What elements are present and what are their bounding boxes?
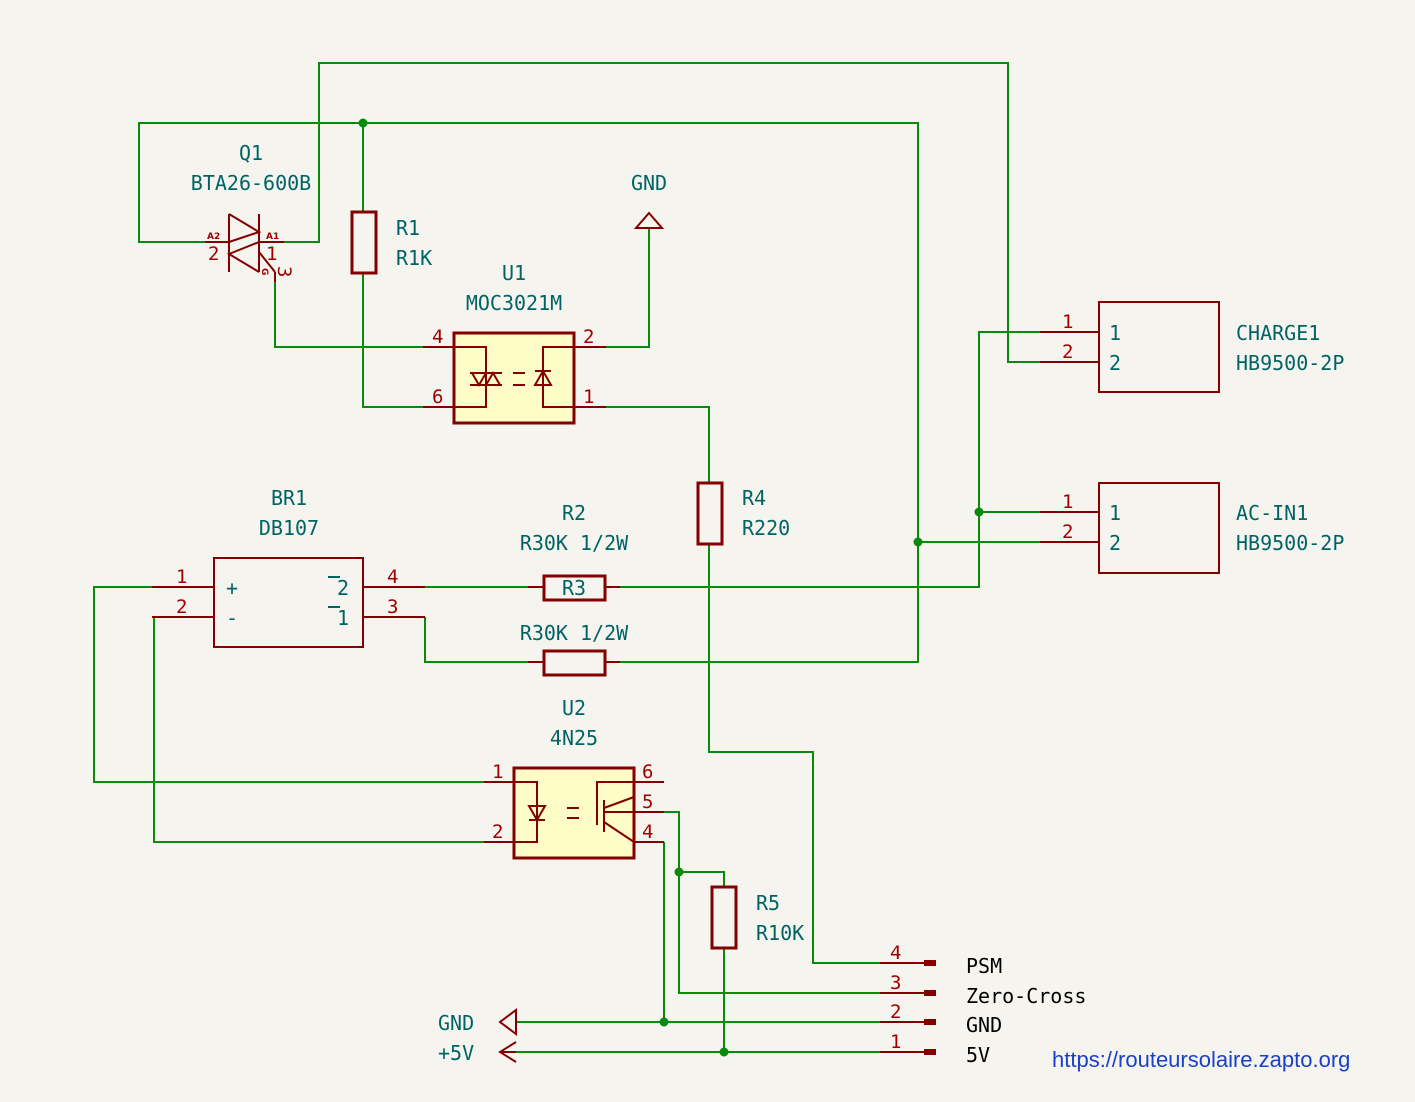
u2-pin4: 4: [642, 821, 653, 843]
optotriac-u1: U1 MOC3021M 4 6 2 1: [423, 261, 606, 425]
q1-ref: Q1: [239, 141, 263, 165]
u1-value: MOC3021M: [466, 291, 562, 315]
acin1-pin1: 1: [1062, 491, 1073, 513]
acin1-inner1: 1: [1109, 501, 1121, 525]
resistor-r1: R1 R1K: [350, 210, 432, 275]
conn-label-gnd: GND: [966, 1013, 1002, 1037]
u1-pin6: 6: [432, 386, 443, 408]
u1-pin4: 4: [432, 326, 443, 348]
r4-ref: R4: [742, 486, 766, 510]
acin1-inner2: 2: [1109, 531, 1121, 555]
source-url: https://routeursolaire.zapto.org: [1052, 1047, 1350, 1072]
br1-ac1: 1: [337, 606, 349, 630]
gnd-top-label: GND: [631, 171, 667, 195]
r2-ref: R2: [562, 501, 586, 525]
conn-label-psm: PSM: [966, 954, 1002, 978]
acin1-pin2: 2: [1062, 521, 1073, 543]
q1-pin-g: 3: [273, 266, 295, 277]
u2-ref: U2: [562, 696, 586, 720]
u2-pin1: 1: [492, 761, 503, 783]
br1-ref: BR1: [271, 486, 307, 510]
bridge-br1: BR1 DB107 1 2 4 3 + - 2 1: [152, 486, 425, 648]
charge1-ref: CHARGE1: [1236, 321, 1320, 345]
power-symbols: GND +5V: [438, 1008, 517, 1065]
resistor-r4: R4 R220: [696, 481, 790, 546]
u2-pin2: 2: [492, 821, 503, 843]
q1-pin-a1: 1: [266, 243, 277, 265]
connector-acin1: 1 2 1 2 AC-IN1 HB9500-2P: [1040, 482, 1344, 574]
gnd-power-label: GND: [438, 1011, 474, 1035]
u2-pin5: 5: [642, 791, 653, 813]
acin1-value: HB9500-2P: [1236, 531, 1344, 555]
q1-pin-a2: 2: [208, 243, 219, 265]
r2-value: R30K 1/2W: [520, 531, 629, 555]
charge1-inner2: 2: [1109, 351, 1121, 375]
conn-label-5v: 5V: [966, 1043, 990, 1067]
charge1-value: HB9500-2P: [1236, 351, 1344, 375]
conn-label-zero-cross: Zero-Cross: [966, 984, 1086, 1008]
connector-charge1: 1 2 1 2 CHARGE1 HB9500-2P: [1040, 301, 1344, 393]
u1-pin2: 2: [583, 326, 594, 348]
br1-pin1: 1: [176, 566, 187, 588]
r1-value: R1K: [396, 246, 432, 270]
output-connector: 4 3 2 1 PSM Zero-Cross GND 5V: [880, 942, 1086, 1067]
resistor-r2: R30K 1/2W: [520, 621, 629, 677]
conn-pin4: 4: [890, 942, 901, 964]
u2-pin6: 6: [642, 761, 653, 783]
gnd-symbol-top: GND: [631, 171, 667, 229]
vcc-power-label: +5V: [438, 1041, 474, 1065]
br1-ac2: 2: [337, 576, 349, 600]
charge1-inner1: 1: [1109, 321, 1121, 345]
r5-value: R10K: [756, 921, 804, 945]
q1-value: BTA26-600B: [191, 171, 311, 195]
q1-a2-label: A2: [207, 232, 220, 242]
u2-value: 4N25: [550, 726, 598, 750]
q1-a1-label: A1: [266, 232, 279, 242]
conn-pin2: 2: [890, 1001, 901, 1023]
r1-ref: R1: [396, 216, 420, 240]
br1-pin2: 2: [176, 596, 187, 618]
conn-pin1: 1: [890, 1031, 901, 1053]
optocoupler-u2: U2 4N25 1 2 6 5 4: [484, 696, 664, 860]
br1-pin3: 3: [387, 596, 398, 618]
wires: [93, 62, 1040, 1053]
r3-ref: R3: [562, 576, 586, 600]
br1-plus: +: [226, 576, 238, 600]
br1-minus: -: [226, 606, 238, 630]
charge1-pin2: 2: [1062, 341, 1073, 363]
u1-ref: U1: [502, 261, 526, 285]
br1-value: DB107: [259, 516, 319, 540]
junctions: [358, 118, 984, 1057]
r4-value: R220: [742, 516, 790, 540]
resistor-r3: R2 R30K 1/2W R3: [520, 501, 629, 602]
resistor-r5: R5 R10K: [710, 885, 804, 950]
q1-g-label: G: [259, 268, 269, 275]
r3-value: R30K 1/2W: [520, 621, 629, 645]
r5-ref: R5: [756, 891, 780, 915]
br1-pin4: 4: [387, 566, 398, 588]
triac-q1: Q1 BTA26-600B A2 A1 G 2 1 3: [191, 141, 311, 282]
conn-pin3: 3: [890, 972, 901, 994]
u1-pin1: 1: [583, 386, 594, 408]
charge1-pin1: 1: [1062, 311, 1073, 333]
acin1-ref: AC-IN1: [1236, 501, 1308, 525]
